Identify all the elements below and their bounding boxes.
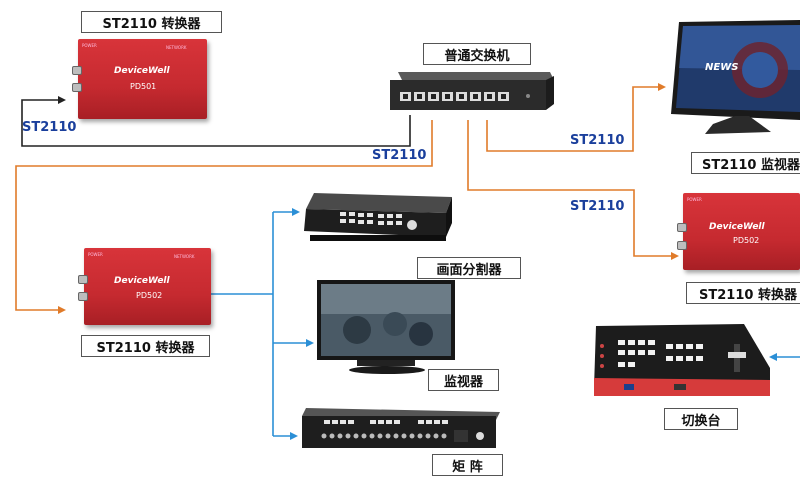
multiviewer-device <box>300 193 452 245</box>
link-switch-to-top-converter <box>21 96 411 147</box>
bnc-connector <box>677 223 687 232</box>
st2110-label-monitor: ST2110 <box>570 133 625 148</box>
st2110-label-right-converter: ST2110 <box>570 199 625 214</box>
st2110-label-left: ST2110 <box>372 148 427 163</box>
bnc-connector <box>78 292 88 301</box>
brand-logo: DeviceWell <box>114 66 170 76</box>
model-label: PD502 <box>136 291 163 300</box>
converter-right-label: ST2110 转换器 <box>686 282 800 304</box>
st2110-monitor-label: ST2110 监视器 <box>691 152 800 174</box>
network-switch-device <box>390 70 554 124</box>
converter-left-label: ST2110 转换器 <box>81 335 210 357</box>
brand-logo: DeviceWell <box>114 276 170 286</box>
switcher-label: 切换台 <box>664 408 738 430</box>
converter-top-label: ST2110 转换器 <box>81 11 222 33</box>
model-label: PD501 <box>130 82 157 91</box>
monitor-label: 监视器 <box>428 369 499 391</box>
bnc-connector <box>78 275 88 284</box>
converter-right-device: POWER DeviceWell PD502 <box>677 193 800 270</box>
link-switch-to-monitor <box>486 83 666 152</box>
brand-logo: DeviceWell <box>709 222 765 232</box>
converter-top-device: POWER NETWORK DeviceWell PD501 <box>72 39 207 119</box>
bnc-connector <box>72 66 82 75</box>
bnc-connector <box>677 241 687 250</box>
st2110-monitor-device: NEWS <box>665 20 800 144</box>
news-text: NEWS <box>705 62 739 73</box>
st2110-label-loop: ST2110 <box>22 120 77 135</box>
switch-label: 普通交换机 <box>423 43 531 65</box>
matrix-device <box>300 408 500 449</box>
switcher-device <box>594 322 770 398</box>
link-switch-to-left-converter <box>15 120 433 314</box>
model-label: PD502 <box>733 236 760 245</box>
monitor-device <box>317 280 455 375</box>
matrix-label: 矩 阵 <box>432 454 503 476</box>
multiviewer-label: 画面分割器 <box>417 257 521 279</box>
bnc-connector <box>72 83 82 92</box>
link-switch-to-right-converter <box>467 120 679 260</box>
converter-left-device: POWER NETWORK DeviceWell PD502 <box>78 248 211 325</box>
